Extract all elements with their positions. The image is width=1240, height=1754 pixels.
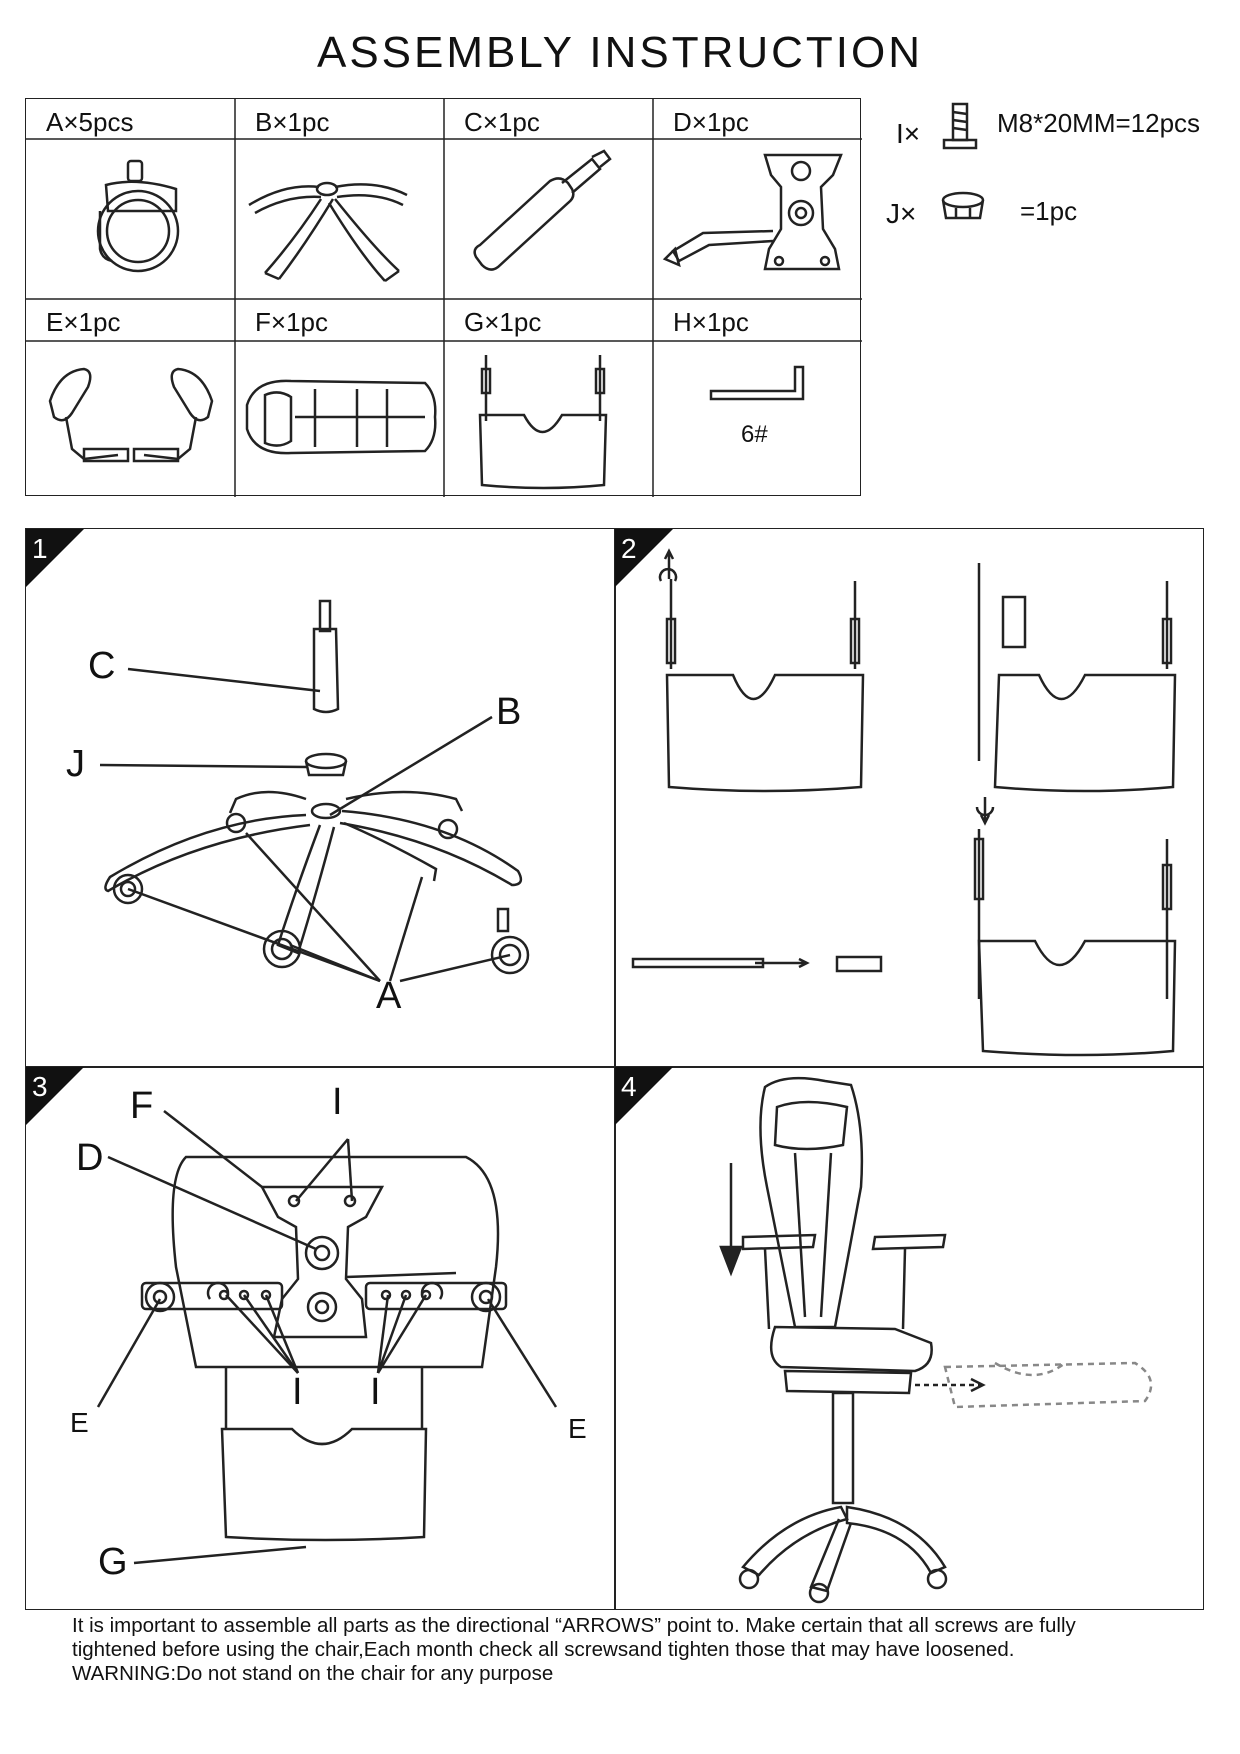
part-c-label: C×1pc: [464, 107, 540, 137]
step-1-panel: 1 C J B A: [25, 528, 616, 1068]
part-a-cell: A×5pcs: [26, 99, 235, 299]
part-a-label: A×5pcs: [46, 107, 134, 137]
step-2-panel: 2: [614, 528, 1204, 1068]
callout-f: F: [130, 1085, 154, 1127]
part-d-cell: D×1pc: [653, 99, 862, 299]
part-h-cell: H×1pc 6#: [653, 299, 862, 497]
caster-wheel-icon: [96, 159, 180, 273]
part-c-cell: C×1pc: [444, 99, 653, 299]
parts-grid: [26, 99, 862, 497]
gas-lift-icon: [473, 149, 612, 271]
hardware-j-prefix: J×: [886, 198, 917, 229]
part-g-cell: G×1pc: [444, 299, 653, 497]
callout-b: B: [496, 691, 522, 733]
callout-j: J: [66, 743, 85, 785]
step-4-diagram: [615, 1067, 1153, 1604]
part-f-label: F×1pc: [255, 307, 328, 337]
part-b-label: B×1pc: [255, 107, 330, 137]
armrests-icon: [48, 367, 214, 463]
part-g-label: G×1pc: [464, 307, 542, 337]
callout-g: G: [98, 1541, 128, 1583]
callout-a: A: [376, 975, 402, 1017]
step-4-panel: 4: [614, 1066, 1204, 1610]
step-2-number: 2: [621, 533, 637, 564]
callout-i-right: I: [370, 1371, 381, 1413]
page-title: ASSEMBLY INSTRUCTION: [316, 28, 924, 77]
wrench-size-label: 6#: [741, 421, 768, 448]
footrest-icon: [478, 355, 608, 490]
seat-backrest-icon: [245, 379, 437, 455]
hardware-i-spec: M8*20MM=12pcs: [997, 108, 1201, 138]
chair-base-icon: [248, 181, 408, 283]
parts-table: A×5pcs B×1pc: [25, 98, 862, 497]
footer-warning: WARNING:Do not stand on the chair for an…: [72, 1662, 554, 1685]
part-f-cell: F×1pc: [235, 299, 444, 497]
hardware-j-spec: =1pc: [1020, 196, 1078, 226]
step-3-panel: 3 F I D E I I E G: [25, 1066, 616, 1610]
callout-i-left: I: [292, 1371, 303, 1413]
part-h-label: H×1pc: [673, 307, 749, 337]
part-b-cell: B×1pc: [235, 99, 444, 299]
step-1-diagram: [26, 529, 530, 983]
allen-wrench-icon: [709, 365, 805, 401]
step-1-number: 1: [32, 533, 48, 564]
footer-line-1: It is important to assemble all parts as…: [72, 1614, 1076, 1637]
step-3-number: 3: [32, 1071, 48, 1102]
part-d-label: D×1pc: [673, 107, 749, 137]
step-3-diagram: [26, 1067, 558, 1565]
hardware-i-prefix: I×: [896, 118, 921, 149]
callout-i-top: I: [332, 1081, 343, 1123]
part-e-label: E×1pc: [46, 307, 121, 337]
step-4-number: 4: [621, 1071, 637, 1102]
step-2-diagram: [615, 529, 1177, 1057]
callout-c: C: [88, 645, 116, 687]
footer-line-2: tightened before using the chair,Each mo…: [72, 1638, 1015, 1661]
callout-d: D: [76, 1137, 104, 1179]
tilt-mechanism-icon: [662, 153, 843, 271]
footer-notice: It is important to assemble all parts as…: [72, 1614, 1202, 1686]
callout-e-right: E: [568, 1413, 587, 1444]
callout-e-left: E: [70, 1407, 89, 1438]
part-e-cell: E×1pc: [26, 299, 235, 497]
